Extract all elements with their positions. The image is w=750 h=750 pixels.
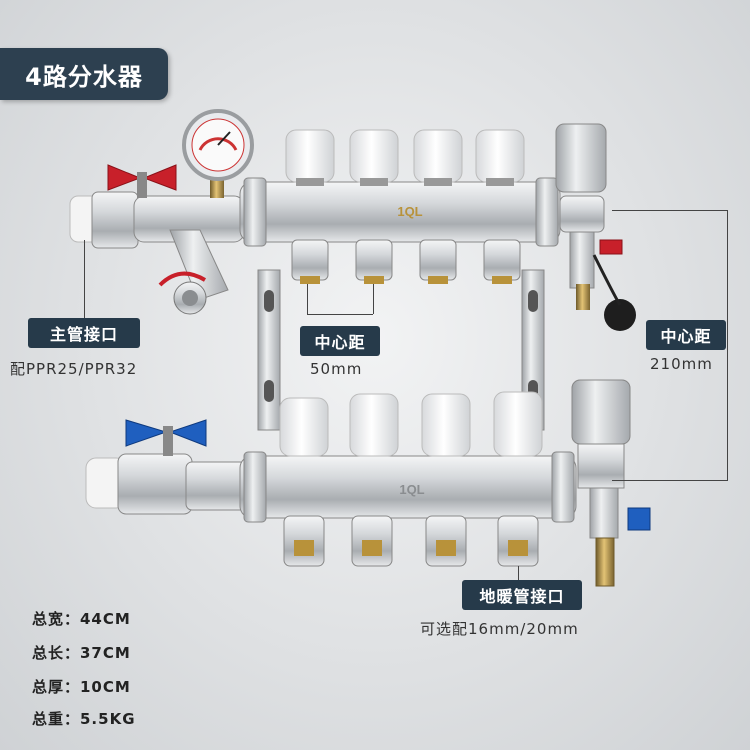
center-distance-2-tag: 中心距 <box>646 320 726 350</box>
center-distance-2-value: 210mm <box>650 355 713 373</box>
vertical-bracket-bottom <box>612 480 728 481</box>
main-port-note: 配PPR25/PPR32 <box>10 360 138 378</box>
distance-bracket-bottom <box>307 314 373 315</box>
spec-length: 总长：37CM <box>32 644 131 662</box>
floor-heating-tag: 地暖管接口 <box>462 580 582 610</box>
floor-heating-note: 可选配16mm/20mm <box>420 620 579 638</box>
vertical-bracket-side <box>727 210 728 480</box>
spec-width: 总宽：44CM <box>32 610 131 628</box>
distance-bracket-right <box>373 284 374 314</box>
floor-port-leader <box>518 566 519 582</box>
distance-bracket-left <box>307 284 308 314</box>
brand-mark-bottom: 1QL <box>399 482 424 497</box>
main-port-tag: 主管接口 <box>28 318 140 348</box>
center-distance-value: 50mm <box>310 360 363 378</box>
vertical-bracket-top <box>612 210 728 211</box>
center-distance-tag: 中心距 <box>300 326 380 356</box>
main-port-leader-v <box>84 240 85 318</box>
brand-mark-top: 1QL <box>397 204 422 219</box>
page-title: 4路分水器 <box>0 48 168 100</box>
spec-weight: 总重：5.5KG <box>32 710 136 728</box>
spec-thickness: 总厚：10CM <box>32 678 131 696</box>
